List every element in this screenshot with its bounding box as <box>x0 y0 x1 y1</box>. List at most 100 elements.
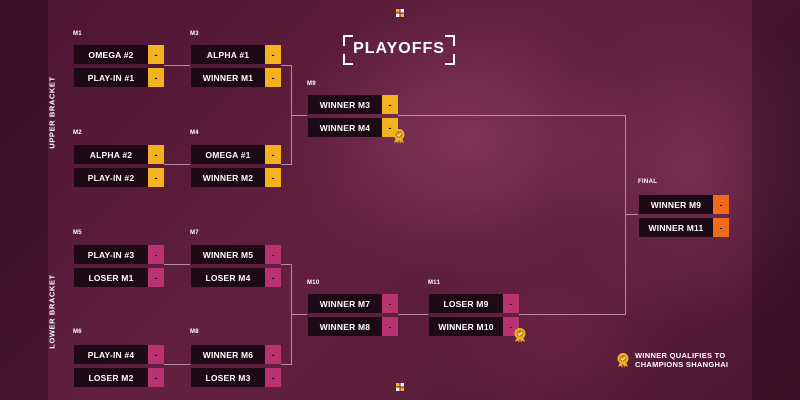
team-score: - <box>148 145 164 164</box>
connector-m11-out <box>519 314 626 315</box>
connector-m4-out <box>281 164 291 165</box>
match-label-m7: M7 <box>190 230 199 236</box>
connector-m8-out <box>281 364 291 365</box>
team-row[interactable]: WINNER M2- <box>191 168 281 187</box>
team-name: WINNER M6 <box>202 349 254 360</box>
team-score: - <box>382 317 398 336</box>
match-m4[interactable]: OMEGA #1- WINNER M2- <box>191 145 281 187</box>
match-m9[interactable]: WINNER M3- WINNER M4- <box>308 95 398 137</box>
qualify-line-1: WINNER QUALIFIES TO <box>635 351 726 360</box>
team-row[interactable]: WINNER M8- <box>308 317 398 336</box>
team-score: - <box>265 345 281 364</box>
team-row[interactable]: WINNER M9- <box>639 195 729 214</box>
match-label-m3: M3 <box>190 31 199 37</box>
connector-m9-out <box>398 115 626 116</box>
team-row[interactable]: WINNER M7- <box>308 294 398 313</box>
team-row[interactable]: WINNER M1- <box>191 68 281 87</box>
team-score: - <box>148 168 164 187</box>
match-label-final: FINAL <box>638 179 658 185</box>
qualify-text: WINNER QUALIFIES TO CHAMPIONS SHANGHAI <box>635 351 728 369</box>
team-row[interactable]: LOSER M9- <box>429 294 519 313</box>
team-row[interactable]: WINNER M5- <box>191 245 281 264</box>
match-m1[interactable]: OMEGA #2- PLAY-IN #1- <box>74 45 164 87</box>
checker-diamond-icon-top <box>396 9 404 17</box>
qualify-note: WINNER QUALIFIES TO CHAMPIONS SHANGHAI <box>616 351 728 369</box>
team-row[interactable]: LOSER M4 - <box>191 268 281 287</box>
team-score: - <box>148 345 164 364</box>
team-name: LOSER M3 <box>205 372 251 383</box>
connector-m5-m7 <box>164 264 190 265</box>
team-score: - <box>713 218 729 237</box>
match-m8[interactable]: WINNER M6- LOSER M3 - <box>191 345 281 387</box>
title-corner-bl <box>343 54 353 65</box>
team-name: LOSER M4 <box>205 272 251 283</box>
team-score: - <box>265 45 281 64</box>
title-corner-br <box>445 54 455 65</box>
team-row[interactable]: PLAY-IN #3- <box>74 245 164 264</box>
match-label-m5: M5 <box>73 230 82 236</box>
right-side-band <box>752 0 800 400</box>
team-name: WINNER M11 <box>648 222 704 233</box>
connector-m6-m8 <box>164 364 190 365</box>
medal-icon-m9 <box>393 129 405 144</box>
team-row[interactable]: OMEGA #1- <box>191 145 281 164</box>
team-name: LOSER M2 <box>88 372 134 383</box>
team-name: ALPHA #1 <box>206 49 250 60</box>
match-m11[interactable]: LOSER M9- WINNER M10- <box>429 294 519 336</box>
team-score: - <box>382 95 398 114</box>
team-score: - <box>265 168 281 187</box>
match-m2[interactable]: ALPHA #2- PLAY-IN #2 - <box>74 145 164 187</box>
team-name: WINNER M2 <box>202 172 254 183</box>
team-row[interactable]: ALPHA #2- <box>74 145 164 164</box>
lower-bracket-label: LOWER BRACKET <box>47 274 57 349</box>
team-score: - <box>265 268 281 287</box>
team-name: WINNER M5 <box>202 249 254 260</box>
title-corner-tr <box>445 35 455 46</box>
connector-final-vertical <box>625 115 626 315</box>
connector-to-m9 <box>291 115 307 116</box>
team-score: - <box>148 245 164 264</box>
team-row[interactable]: WINNER M4- <box>308 118 398 137</box>
team-name: WINNER M8 <box>319 321 371 332</box>
page-title: PLAYOFFS <box>353 40 445 57</box>
match-label-m11: M11 <box>428 280 441 286</box>
team-name: OMEGA #1 <box>205 149 251 160</box>
team-score: - <box>148 368 164 387</box>
team-score: - <box>265 368 281 387</box>
team-score: - <box>382 294 398 313</box>
team-row[interactable]: WINNER M10- <box>429 317 519 336</box>
connector-m3-out <box>281 65 291 66</box>
match-m10[interactable]: WINNER M7- WINNER M8- <box>308 294 398 336</box>
team-score: - <box>265 245 281 264</box>
team-row[interactable]: OMEGA #2- <box>74 45 164 64</box>
team-row[interactable]: PLAY-IN #1- <box>74 68 164 87</box>
match-m6[interactable]: PLAY-IN #4- LOSER M2 - <box>74 345 164 387</box>
match-final[interactable]: WINNER M9- WINNER M11- <box>639 195 729 237</box>
team-row[interactable]: WINNER M3- <box>308 95 398 114</box>
team-row[interactable]: PLAY-IN #4- <box>74 345 164 364</box>
team-row[interactable]: PLAY-IN #2 - <box>74 168 164 187</box>
connector-m1-m3 <box>164 65 190 66</box>
qualify-line-2: CHAMPIONS SHANGHAI <box>635 360 729 369</box>
team-name: PLAY-IN #2 <box>87 172 135 183</box>
match-label-m9: M9 <box>307 81 316 87</box>
team-row[interactable]: WINNER M6- <box>191 345 281 364</box>
team-row[interactable]: ALPHA #1 - <box>191 45 281 64</box>
match-label-m4: M4 <box>190 130 199 136</box>
team-name: WINNER M3 <box>319 99 371 110</box>
match-label-m2: M2 <box>73 130 82 136</box>
connector-m7-out <box>281 264 291 265</box>
team-name: WINNER M1 <box>202 72 254 83</box>
team-row[interactable]: LOSER M3 - <box>191 368 281 387</box>
team-score: - <box>265 68 281 87</box>
match-label-m10: M10 <box>307 280 320 286</box>
match-m3[interactable]: ALPHA #1 - WINNER M1- <box>191 45 281 87</box>
title-corner-tl <box>343 35 353 46</box>
medal-icon-m11 <box>514 328 526 343</box>
team-row[interactable]: LOSER M2 - <box>74 368 164 387</box>
match-m5[interactable]: PLAY-IN #3- LOSER M1- <box>74 245 164 287</box>
match-m7[interactable]: WINNER M5- LOSER M4 - <box>191 245 281 287</box>
team-row[interactable]: WINNER M11- <box>639 218 729 237</box>
team-row[interactable]: LOSER M1- <box>74 268 164 287</box>
team-score: - <box>713 195 729 214</box>
